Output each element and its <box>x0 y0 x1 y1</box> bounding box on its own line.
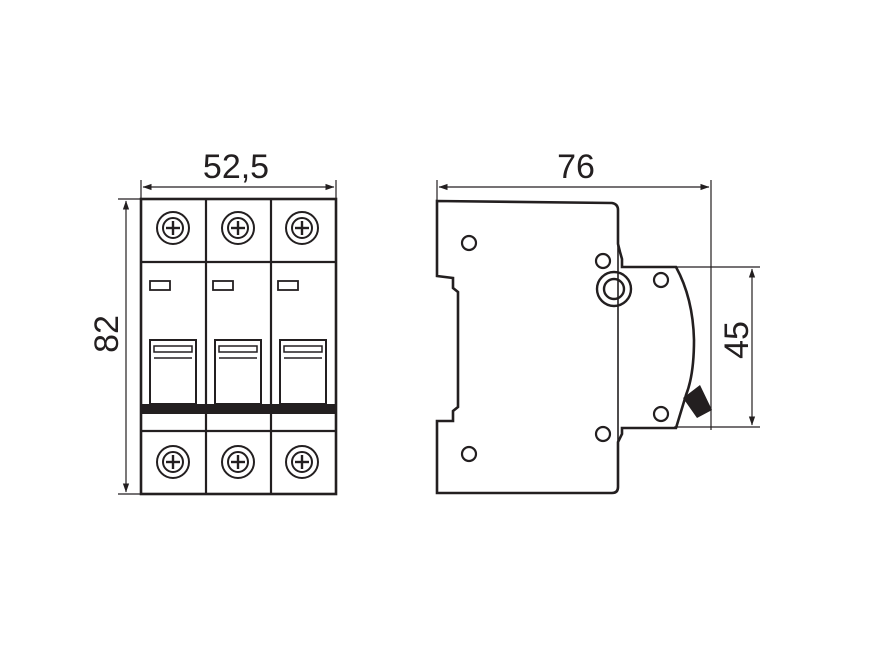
mounting-hole <box>652 405 670 423</box>
bottom-terminal-screw-icon <box>221 445 255 479</box>
pole-1 <box>149 211 197 479</box>
top-terminal-screw-icon <box>221 211 255 245</box>
height-label: 82 <box>88 315 126 353</box>
mounting-hole <box>460 234 478 252</box>
status-window <box>149 280 171 291</box>
side-body <box>435 199 696 495</box>
depth-label: 76 <box>557 148 595 186</box>
front-height-label: 45 <box>718 321 756 359</box>
width-dimension: 52,5 <box>140 148 337 198</box>
toggle-lever[interactable] <box>279 339 327 405</box>
bottom-terminal-screw-icon <box>156 445 190 479</box>
top-terminal-screw-icon <box>285 211 319 245</box>
top-terminal-screw-icon <box>156 211 190 245</box>
pole-3 <box>277 211 327 479</box>
depth-dimension: 76 <box>436 148 712 430</box>
side-view: 76 45 <box>435 148 760 495</box>
mounting-hole <box>594 252 612 270</box>
pivot-icon <box>595 270 633 308</box>
front-view: 52,5 82 <box>88 148 338 496</box>
width-label: 52,5 <box>203 148 269 186</box>
status-window <box>277 280 299 291</box>
front-body <box>139 197 338 496</box>
status-window <box>212 280 234 291</box>
mounting-hole <box>594 425 612 443</box>
pole-2 <box>212 211 262 479</box>
toggle-lever[interactable] <box>214 339 262 405</box>
front-height-dimension: 45 <box>674 266 760 428</box>
side-toggle-lever[interactable] <box>683 385 712 418</box>
toggle-lever[interactable] <box>149 339 197 405</box>
mounting-hole <box>460 445 478 463</box>
mounting-hole <box>652 271 670 289</box>
handle-bar <box>141 404 336 414</box>
bottom-terminal-screw-icon <box>285 445 319 479</box>
height-dimension: 82 <box>88 198 140 495</box>
